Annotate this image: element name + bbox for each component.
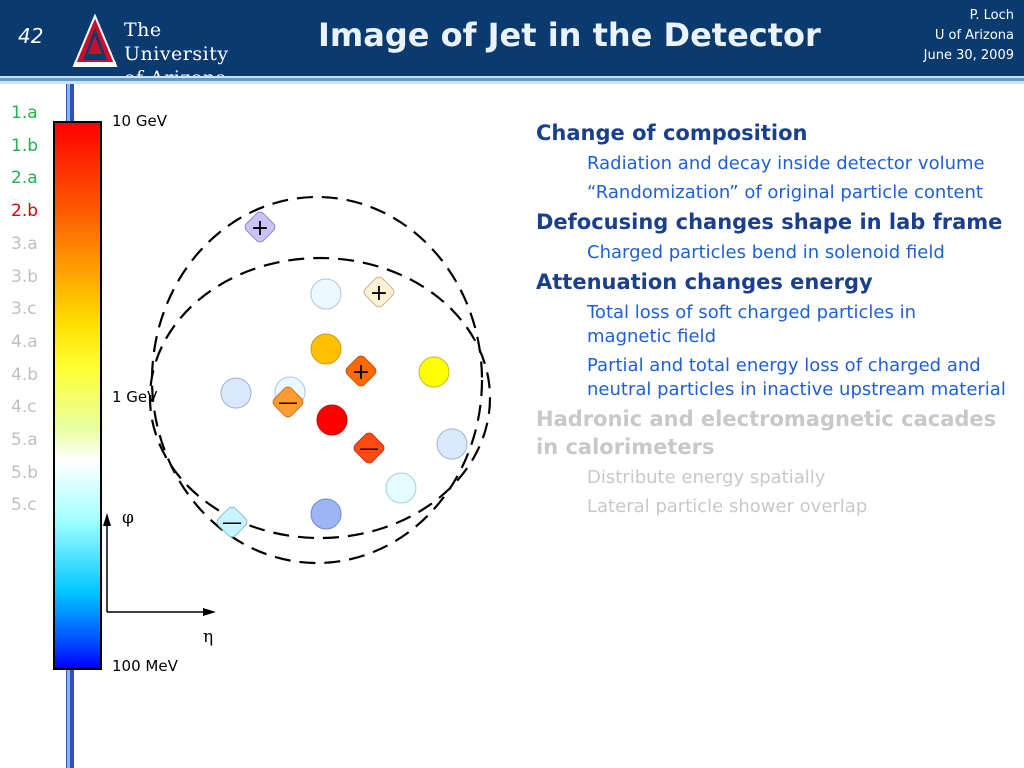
particle-negative bbox=[272, 386, 304, 418]
colorbar-bottom-label: 100 MeV bbox=[112, 657, 178, 675]
eta-axis-arrow-icon bbox=[203, 608, 216, 616]
particle-positive bbox=[345, 355, 377, 387]
energy-colorbar bbox=[53, 121, 102, 670]
toc-item[interactable]: 5.b bbox=[11, 462, 39, 483]
slide-header: 42 The University of Arizona. Image of J… bbox=[0, 0, 1024, 89]
slide-number: 42 bbox=[18, 24, 44, 48]
toc-item[interactable]: 5.a bbox=[11, 430, 38, 451]
phi-label: φ bbox=[122, 508, 134, 528]
particle-neutral bbox=[310, 333, 342, 365]
slide-meta: P. Loch U of Arizona June 30, 2009 bbox=[924, 6, 1014, 66]
minus-sign: — bbox=[222, 510, 242, 534]
bullet-subitem: Radiation and decay inside detector volu… bbox=[587, 153, 985, 174]
plus-sign: + bbox=[251, 216, 269, 241]
bullet-subitem: Lateral particle shower overlap bbox=[587, 496, 868, 517]
jet-cone-outer bbox=[150, 195, 484, 565]
colorbar-top-label: 10 GeV bbox=[112, 112, 167, 130]
particle-neutral bbox=[418, 356, 450, 388]
bullet-subitem: Charged particles bend in solenoid field bbox=[587, 242, 945, 263]
toc-item[interactable]: 2.b bbox=[11, 201, 39, 222]
bullet-subitem: Distribute energy spatially bbox=[587, 467, 826, 488]
minus-sign: — bbox=[278, 390, 298, 414]
bullet-heading: Change of composition bbox=[536, 121, 808, 145]
logo-line1: The University bbox=[124, 19, 229, 65]
particle-negative bbox=[216, 506, 248, 538]
toc-item[interactable]: 3.b bbox=[11, 266, 39, 287]
minus-sign: — bbox=[359, 436, 379, 460]
toc-item[interactable]: 4.b bbox=[11, 364, 39, 385]
toc-item[interactable]: 1.a bbox=[11, 103, 38, 123]
bullet-heading: Attenuation changes energy bbox=[536, 270, 873, 294]
header-divider-line bbox=[0, 78, 1024, 81]
toc-item[interactable]: 4.c bbox=[11, 397, 37, 418]
phi-axis-arrow-icon bbox=[103, 513, 111, 526]
particle-neutral bbox=[220, 377, 252, 409]
bullet-heading: Defocusing changes shape in lab frame bbox=[536, 210, 1003, 234]
bullet-heading: Hadronic and electromagnetic cacades in … bbox=[536, 407, 997, 459]
particle-neutral bbox=[436, 428, 468, 460]
particle-neutral bbox=[310, 498, 342, 530]
author: P. Loch bbox=[969, 8, 1014, 23]
toc-item[interactable]: 2.a bbox=[11, 168, 38, 189]
particle-positive bbox=[363, 276, 395, 308]
bullet-subitem: “Randomization” of original particle con… bbox=[587, 182, 983, 203]
particle-negative bbox=[353, 432, 385, 464]
toc-item[interactable]: 3.a bbox=[11, 233, 38, 254]
slide-title: Image of Jet in the Detector bbox=[318, 16, 821, 54]
jet-cone-inner bbox=[148, 256, 492, 540]
institution: U of Arizona bbox=[934, 28, 1014, 43]
particle-neutral bbox=[316, 404, 348, 436]
jet-diagram: φ η + + + — — — bbox=[103, 195, 492, 647]
plus-sign: + bbox=[352, 360, 370, 385]
toc-item[interactable]: 4.a bbox=[11, 331, 38, 352]
bullet-subitem: Total loss of soft charged particles in … bbox=[587, 302, 916, 347]
toc-item[interactable]: 3.c bbox=[11, 299, 37, 320]
colorbar-mid-label: 1 GeV bbox=[112, 388, 158, 406]
arizona-a-logo-icon bbox=[72, 13, 118, 67]
particle-neutral bbox=[385, 472, 417, 504]
university-logo: The University of Arizona. bbox=[72, 13, 262, 89]
particle-neutral bbox=[310, 278, 342, 310]
particle-positive bbox=[244, 211, 276, 243]
toc-item[interactable]: 5.c bbox=[11, 495, 37, 516]
bullet-subitem: Partial and total energy loss of charged… bbox=[587, 355, 1006, 400]
plus-sign: + bbox=[370, 281, 388, 306]
section-navigation: 1.a 1.b 2.a 2.b 3.a 3.b 3.c 4.a 4.b 4.c 5.a 5.b 5.c bbox=[11, 97, 38, 522]
date: June 30, 2009 bbox=[923, 48, 1014, 63]
toc-item[interactable]: 1.b bbox=[11, 135, 39, 156]
eta-label: η bbox=[203, 627, 213, 647]
